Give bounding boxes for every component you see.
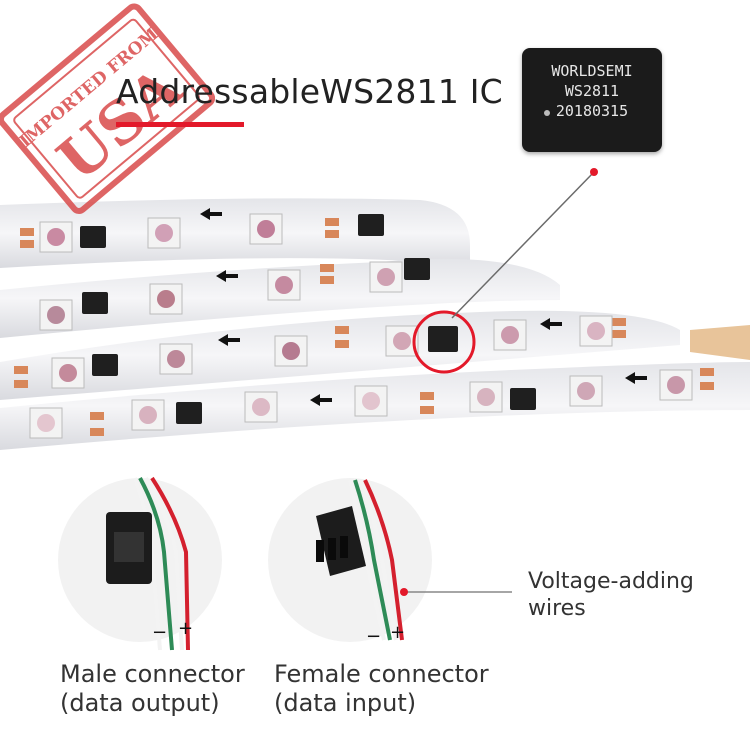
female-minus-label: − xyxy=(366,626,382,647)
ic-chip-closeup: WORLDSEMI WS2811 20180315 xyxy=(522,48,662,152)
male-connector-caption: Male connector (data output) xyxy=(60,660,245,718)
strip-band-back xyxy=(0,198,470,268)
ic-pointer-dot xyxy=(590,168,598,176)
solder-pads xyxy=(14,218,714,436)
male-caption-line1: Male connector xyxy=(60,660,245,688)
female-caption-line2: (data input) xyxy=(274,689,417,717)
voltage-caption-line1: Voltage-adding xyxy=(528,569,694,594)
female-connector-wires xyxy=(348,479,404,641)
female-caption-line1: Female connector xyxy=(274,660,489,688)
female-connector-pin xyxy=(316,540,324,562)
title-underline xyxy=(116,122,244,127)
chip-date-label: 20180315 xyxy=(555,102,629,120)
chip-model-label: WS2811 xyxy=(564,82,620,100)
male-caption-line2: (data output) xyxy=(60,689,220,717)
rgb-leds xyxy=(29,213,693,439)
male-minus-label: − xyxy=(152,622,168,643)
female-connector-pin xyxy=(340,536,348,558)
female-connector-caption: Female connector (data input) xyxy=(274,660,489,718)
male-connector-socket xyxy=(114,532,144,562)
voltage-pointer-dot xyxy=(400,588,408,596)
page-title: AddressableWS2811 IC xyxy=(116,72,503,111)
female-plus-label: + xyxy=(390,622,406,643)
female-connector-pin xyxy=(328,538,336,560)
chip-pin1-dot xyxy=(544,110,550,116)
male-plus-label: + xyxy=(178,618,194,639)
strip-back-edge xyxy=(690,325,750,360)
ic-highlight-circle xyxy=(412,310,476,374)
chip-maker-label: WORLDSEMI xyxy=(551,62,633,80)
direction-arrows xyxy=(200,208,647,406)
ic-pointer-line xyxy=(451,171,595,319)
strip-ics xyxy=(80,214,536,424)
voltage-wires-caption: Voltage-adding wires xyxy=(528,568,694,622)
voltage-caption-line2: wires xyxy=(528,596,586,621)
